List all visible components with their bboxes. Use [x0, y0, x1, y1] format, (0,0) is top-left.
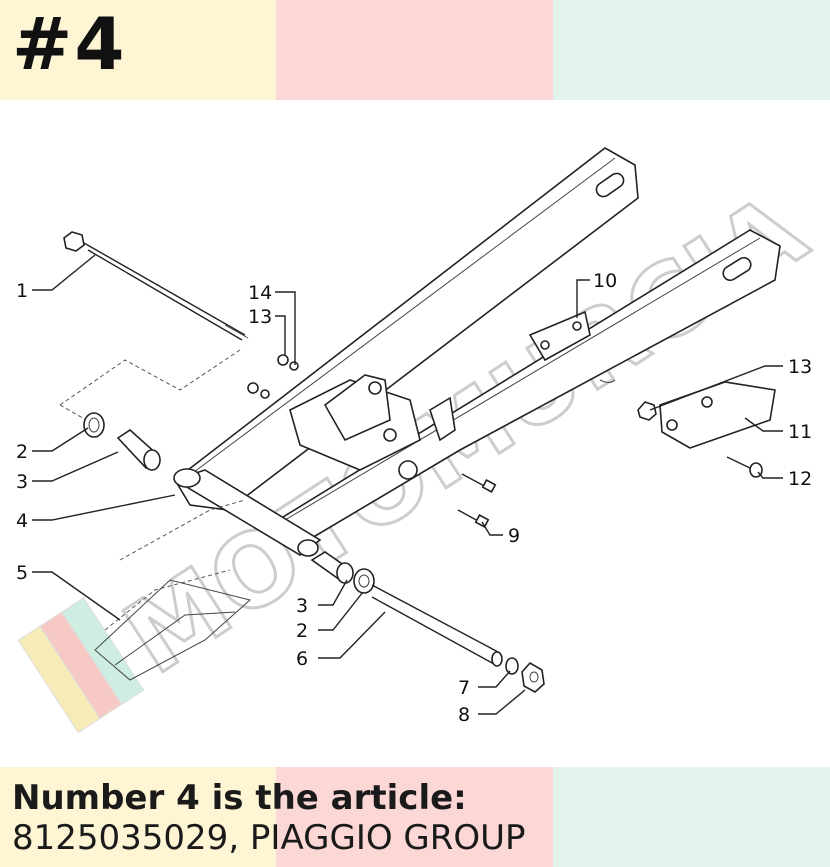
cover-plate	[659, 381, 776, 449]
callout-8: 8	[458, 704, 470, 726]
washer	[505, 657, 519, 675]
callout-5: 5	[16, 562, 28, 584]
nut-13	[637, 401, 657, 421]
leader-lines	[32, 254, 783, 715]
article-heading: Number 4 is the article:	[12, 778, 467, 818]
footer-band-pink	[276, 767, 553, 867]
article-code: 8125035029, PIAGGIO GROUP	[12, 818, 526, 858]
band-cream	[0, 0, 276, 100]
small-nuts	[247, 354, 299, 399]
assembly-lines	[59, 349, 246, 631]
nut	[521, 661, 545, 693]
pivot-shaft	[371, 584, 503, 667]
callout-10: 10	[593, 270, 617, 292]
callout-2-left: 2	[16, 441, 28, 463]
callout-7: 7	[458, 677, 470, 699]
callout-1: 1	[16, 280, 28, 302]
footer-band-cream	[0, 767, 276, 867]
pivot-bore-left	[173, 468, 201, 488]
spacer-left	[116, 428, 161, 471]
bolts-9	[457, 473, 497, 528]
callout-3-right: 3	[296, 595, 308, 617]
callout-11: 11	[788, 421, 812, 443]
exploded-parts-diagram: MOTOMURCIA	[16, 147, 827, 734]
screw-12	[726, 456, 763, 478]
small-tab	[429, 396, 456, 442]
swing-arm	[173, 147, 781, 557]
footer-color-band	[0, 767, 830, 867]
footer-band-mint	[553, 767, 830, 867]
band-pink	[276, 0, 553, 100]
callout-labels: 1 2 3 4 5 14 13 10 13 11 12 9 3 2 6 7 8	[16, 270, 812, 726]
stop-bracket	[94, 579, 252, 681]
bushing-right	[353, 568, 375, 594]
watermark-stripe-mint	[61, 597, 145, 705]
callout-4: 4	[16, 510, 28, 532]
long-bolt	[63, 231, 249, 341]
callout-12: 12	[788, 468, 812, 490]
left-rail-slot	[595, 172, 625, 198]
right-rail-slot	[722, 256, 752, 282]
part-number-heading: #4	[12, 2, 127, 86]
header-color-band	[0, 0, 830, 100]
callout-14: 14	[248, 282, 272, 304]
callout-13-right: 13	[788, 356, 812, 378]
callout-9: 9	[508, 525, 520, 547]
bushing-left	[83, 412, 105, 438]
pivot-bore-right	[297, 539, 319, 557]
callout-2-right: 2	[296, 620, 308, 642]
band-mint	[553, 0, 830, 100]
callout-6: 6	[296, 648, 308, 670]
spacer-right	[310, 551, 354, 584]
callout-13-top: 13	[248, 306, 272, 328]
swing-arm-left-rail	[173, 147, 639, 511]
callout-3-left: 3	[16, 471, 28, 493]
